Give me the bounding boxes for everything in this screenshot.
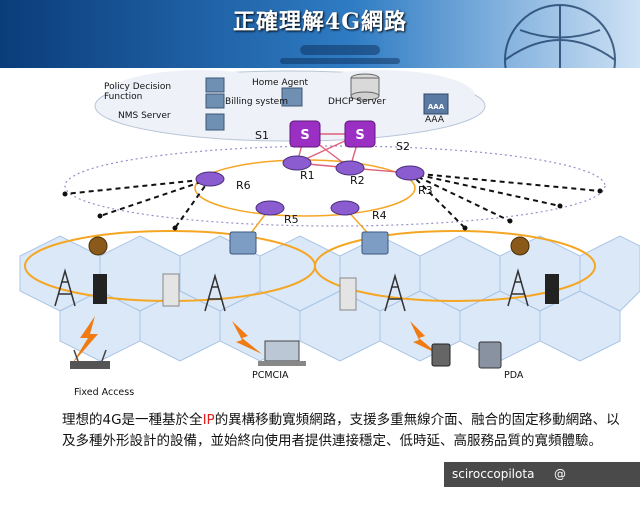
s2-label: S2 bbox=[396, 140, 410, 153]
r2-label: R2 bbox=[350, 174, 365, 187]
home-agent-label: Home Agent bbox=[252, 78, 309, 88]
credit-bar: sciroccopilota @ sogi.com.tw bbox=[444, 462, 640, 506]
core-switch-s1 bbox=[289, 120, 321, 148]
aaa-label: AAA bbox=[425, 115, 444, 125]
description-part1: 理想的4G是一種基於全 bbox=[62, 412, 203, 428]
credit-user: sciroccopilota bbox=[452, 467, 535, 481]
switch1-letter: S bbox=[300, 128, 309, 143]
r4-label: R4 bbox=[372, 209, 387, 222]
pda-devices bbox=[431, 341, 502, 369]
fixed-access-device bbox=[70, 349, 110, 369]
r5-label: R5 bbox=[284, 213, 299, 226]
switch2-letter: S bbox=[355, 128, 364, 143]
laptop-device bbox=[258, 340, 306, 366]
r6-label: R6 bbox=[236, 179, 251, 192]
core-switch-s2 bbox=[344, 120, 376, 148]
aggregation-switches bbox=[229, 231, 389, 255]
fixed-access-label: Fixed Access bbox=[74, 387, 135, 398]
diagram-canvas: S S AAA bbox=[19, 70, 640, 369]
title-banner: 正確理解4G網路 bbox=[0, 0, 640, 68]
link-endpoints bbox=[62, 188, 603, 231]
billing-label: Billing system bbox=[225, 97, 288, 107]
page-title: 正確理解4G網路 bbox=[232, 9, 408, 35]
r3-label: R3 bbox=[418, 184, 433, 197]
wireless-links bbox=[64, 172, 601, 229]
aaa-box-label: AAA bbox=[428, 103, 445, 111]
pda-label: PDA bbox=[504, 370, 524, 381]
r1-label: R1 bbox=[300, 169, 315, 182]
access-point-icons bbox=[88, 236, 530, 256]
server-icons bbox=[205, 73, 449, 131]
description-ip: IP bbox=[202, 412, 215, 428]
policy-label: Policy Decision Function bbox=[104, 82, 172, 102]
description-text: 理想的4G是一種基於全IP的異構移動寬頻網路，支援多重無線介面、融合的固定移動網… bbox=[62, 410, 632, 452]
credit-site: @ sogi.com.tw bbox=[554, 467, 627, 506]
cell-towers bbox=[54, 268, 529, 312]
base-stations bbox=[93, 273, 559, 311]
banner-background bbox=[0, 0, 640, 68]
network-diagram: S S AAA Policy Decision Function Home Ag… bbox=[0, 66, 640, 406]
nms-label: NMS Server bbox=[118, 111, 171, 121]
backbone-ring bbox=[64, 145, 606, 227]
radio-links bbox=[72, 316, 438, 364]
dhcp-label: DHCP Server bbox=[328, 97, 386, 107]
pcmcia-label: PCMCIA bbox=[252, 370, 289, 381]
description-part2: 的異構移動寬頻網路，支援多重無線介面、融合的固定移動網路、以及多種外形設計的設備… bbox=[62, 412, 620, 449]
s1-label: S1 bbox=[255, 129, 269, 142]
routers bbox=[195, 155, 425, 216]
